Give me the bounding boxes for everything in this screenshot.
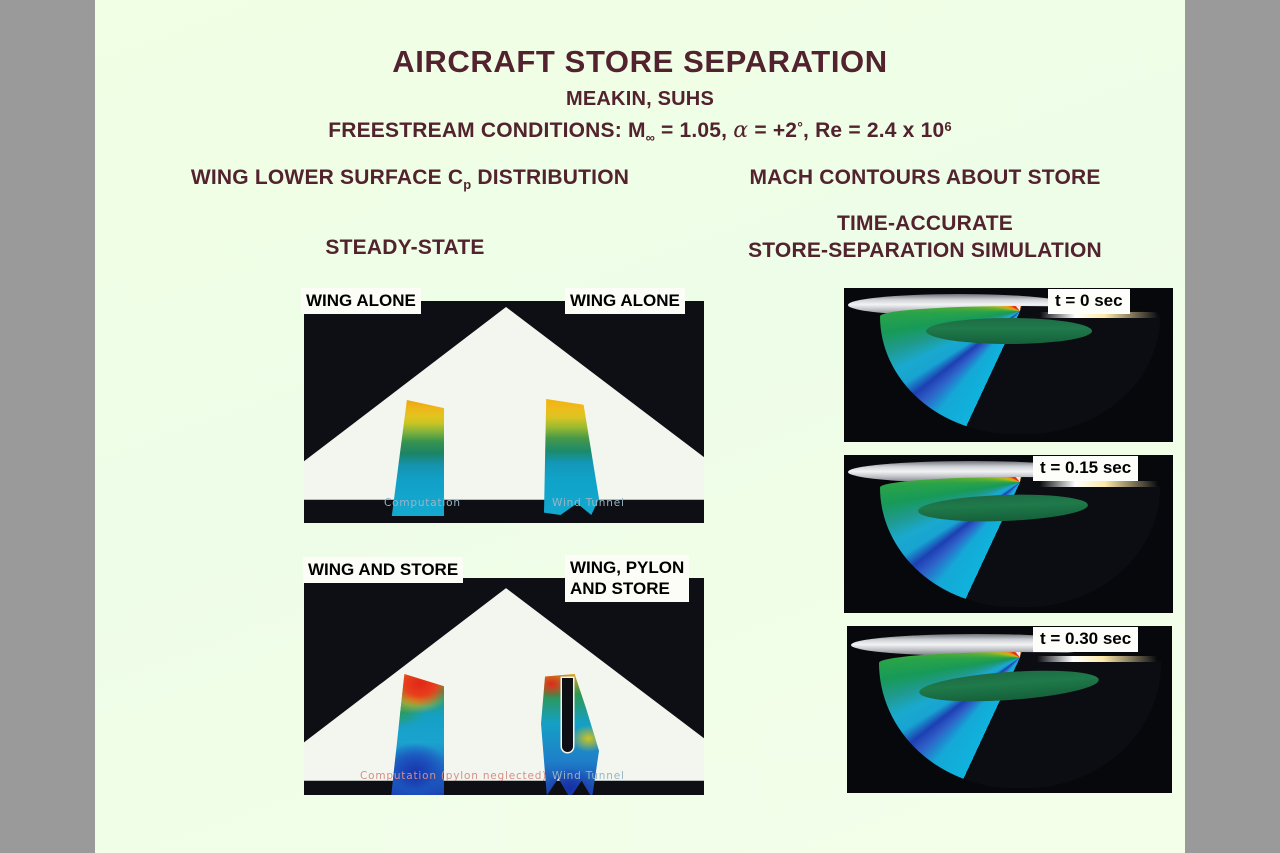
shock-band: [1037, 656, 1157, 662]
shock-band: [1040, 481, 1158, 487]
page-title: AIRCRAFT STORE SEPARATION: [392, 44, 888, 79]
mach-contour-frame-t015: [844, 455, 1173, 613]
presentation-slide: AIRCRAFT STORE SEPARATION MEAKIN, SUHS F…: [95, 0, 1185, 853]
pylon-cutout: [562, 678, 573, 752]
alpha-value: = +2: [748, 119, 798, 142]
subheading-steady-state: STEADY-STATE: [325, 236, 485, 259]
cp-heading-suffix: DISTRIBUTION: [471, 166, 630, 189]
time-label-t015: t = 0.15 sec: [1033, 456, 1139, 481]
column-heading-left: WING LOWER SURFACE Cp DISTRIBUTION: [115, 166, 705, 192]
wing-planform-figure: Computation (pylon neglected) Wind Tunne…: [304, 578, 704, 795]
label-wing-pylon-and-store: WING, PYLON AND STORE: [565, 555, 690, 602]
caption-computation: Computation: [384, 497, 461, 509]
label-wing-alone-left: WING ALONE: [301, 288, 421, 314]
wing-planform-figure: Computation Wind Tunnel: [304, 301, 704, 523]
freestream-conditions: FREESTREAM CONDITIONS: M∞ = 1.05, α = +2…: [95, 118, 1185, 145]
time-label-t030: t = 0.30 sec: [1033, 627, 1139, 652]
alpha-symbol: α: [733, 118, 749, 143]
cp-subscript: p: [463, 177, 472, 192]
caption-computation: Computation (pylon neglected): [360, 770, 548, 782]
degree-symbol: °: [797, 119, 803, 135]
label-wing-and-store: WING AND STORE: [303, 557, 464, 583]
conditions-prefix: FREESTREAM CONDITIONS: M: [328, 119, 646, 142]
caption-wind-tunnel: Wind Tunnel: [552, 770, 625, 782]
caption-wind-tunnel: Wind Tunnel: [552, 497, 625, 509]
mach-contour-frame-t030: [847, 626, 1172, 793]
time-label-t0: t = 0 sec: [1048, 289, 1130, 314]
label-wing-alone-right: WING ALONE: [565, 288, 685, 314]
reynolds-label: , Re = 2.4 x 10: [803, 119, 945, 142]
mach-value: = 1.05,: [654, 119, 734, 142]
shock-band: [1040, 312, 1158, 318]
cp-panel-wing-and-store: Computation (pylon neglected) Wind Tunne…: [304, 578, 704, 795]
subheading-time-accurate: TIME-ACCURATE STORE-SEPARATION SIMULATIO…: [748, 212, 1102, 262]
mach-infinity-subscript: ∞: [645, 130, 655, 145]
cp-heading-prefix: WING LOWER SURFACE C: [190, 166, 464, 189]
delta-wing-planform: [304, 588, 704, 781]
reynolds-exponent: 6: [944, 119, 952, 134]
delta-wing-planform: [304, 307, 704, 500]
cp-panel-wing-alone: Computation Wind Tunnel: [304, 301, 704, 523]
authors-line: MEAKIN, SUHS: [566, 88, 714, 110]
store-body: [926, 318, 1092, 344]
column-heading-right: MACH CONTOURS ABOUT STORE: [749, 166, 1101, 189]
